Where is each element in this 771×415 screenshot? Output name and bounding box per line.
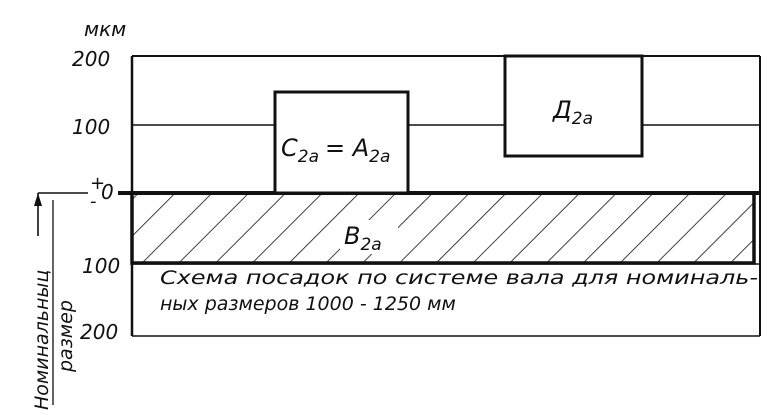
- caption-line2: ных размеров 1000 - 1250 мм: [160, 293, 456, 315]
- nominal-size-label-line1: Номинальныц: [31, 270, 53, 410]
- field-b-label: B2a: [344, 222, 382, 255]
- tick-label-100-top: 100: [72, 115, 110, 139]
- field-b-hatched: [130, 191, 756, 265]
- field-c-a-label: C2a= A2a: [281, 134, 390, 167]
- axis-unit-label: мкм: [84, 17, 126, 41]
- nominal-size-label-line2: размер: [55, 300, 77, 373]
- diagram-frame: [130, 55, 761, 337]
- tick-label-zero: 0: [101, 180, 114, 204]
- tick-label-100-bottom: 100: [82, 254, 120, 278]
- field-d-box: [503, 54, 644, 158]
- tick-label-200-top: 200: [72, 47, 110, 71]
- caption-line1: Схема посадок по системе вала для номина…: [160, 267, 758, 289]
- field-c-a-box: [273, 90, 410, 195]
- nominal-size-arrow: [34, 192, 88, 405]
- field-d-label: Д2a: [552, 96, 593, 129]
- tick-label-200-bottom: 200: [80, 320, 118, 344]
- tick-label-minus-sign: -: [90, 191, 97, 212]
- tick-label-plus-sign: +: [90, 173, 105, 194]
